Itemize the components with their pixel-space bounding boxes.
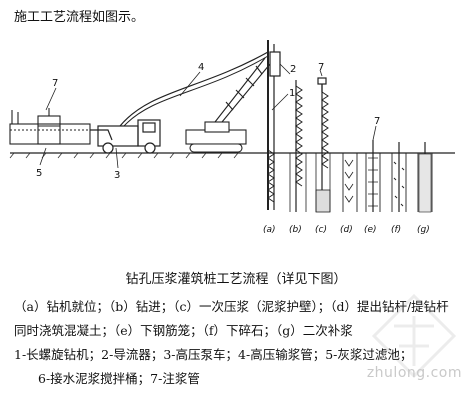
stage-g: (g) bbox=[417, 225, 430, 235]
stage-a: (a) bbox=[263, 225, 276, 235]
legend-line-4: 6-接水泥浆搅拌桶；7-注浆管 bbox=[38, 371, 200, 386]
intro-text: 施工工艺流程如图示。 bbox=[14, 10, 145, 25]
pile-d bbox=[342, 153, 358, 212]
stage-e: (e) bbox=[364, 225, 377, 235]
mixing-tank bbox=[37, 108, 61, 145]
label-4: 4 bbox=[198, 62, 204, 73]
watermark-logo bbox=[371, 293, 457, 379]
watermark-text: zhulong.com bbox=[366, 365, 462, 381]
label-7b: 7 bbox=[374, 116, 380, 127]
stage-b: (b) bbox=[289, 225, 302, 235]
label-5: 5 bbox=[36, 168, 42, 179]
filter-pool bbox=[9, 110, 91, 145]
grout-pipe bbox=[317, 77, 327, 92]
stage-d: (d) bbox=[340, 225, 353, 235]
label-1: 1 bbox=[289, 88, 295, 99]
figure-caption: 钻孔压浆灌筑桩工艺流程（详见下图） bbox=[125, 272, 347, 287]
legend-line-1: （a）钻机就位；（b）钻进；（c）一次压浆（泥浆护壁）；（d）提出钻杆/提钻杆 bbox=[14, 299, 449, 314]
auger-mast bbox=[267, 40, 281, 210]
pile-e bbox=[365, 140, 381, 212]
label-7a: 7 bbox=[318, 62, 324, 73]
pile-g bbox=[417, 142, 433, 213]
legend-line-2: 同时浇筑混凝土；（e）下钢筋笼；（f）下碎石；（g）二次补浆 bbox=[14, 323, 353, 338]
label-3: 3 bbox=[114, 170, 120, 181]
pile-f bbox=[391, 142, 407, 212]
pump-truck bbox=[97, 119, 161, 154]
pile-process-diagram: 7 5 3 4 2 1 7 7 (a) (b) (c) (d) (e) (f) … bbox=[9, 40, 455, 235]
hose-to-rig bbox=[119, 51, 269, 127]
pile-b bbox=[289, 80, 307, 212]
stage-f: (f) bbox=[391, 225, 401, 235]
label-6: 7 bbox=[52, 78, 58, 89]
legend-line-3: 1-长螺旋钻机；2-导流器；3-高压泵车；4-高压输浆管；5-灰浆过滤池； bbox=[14, 347, 413, 362]
drilling-rig bbox=[185, 57, 271, 153]
label-2: 2 bbox=[290, 64, 296, 75]
stage-c: (c) bbox=[315, 225, 327, 235]
pile-c bbox=[315, 82, 331, 213]
hose-pool-to-truck bbox=[90, 129, 113, 141]
